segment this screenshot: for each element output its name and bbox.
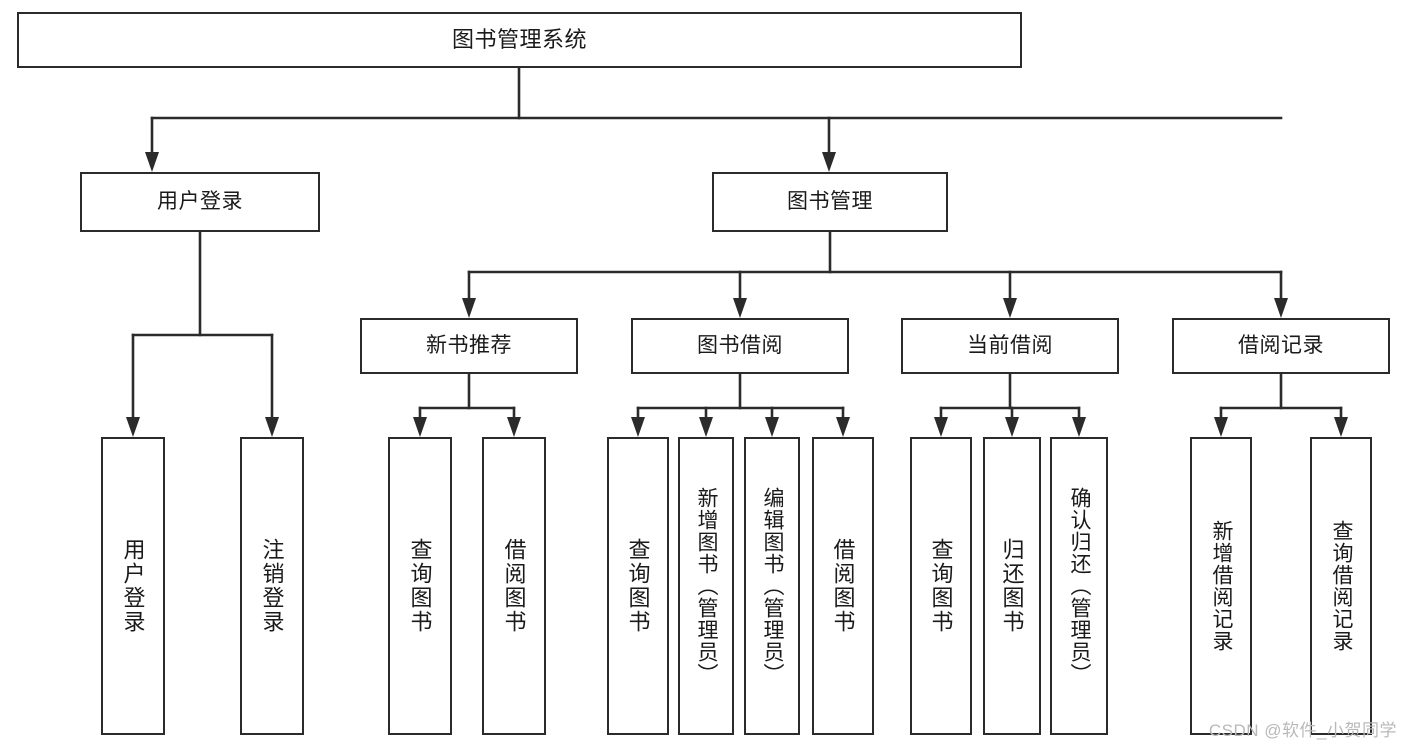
arrowhead-icon [413,417,427,437]
arrowhead-icon [462,298,476,318]
arrowhead-icon [1003,298,1017,318]
arrowhead-icon [1005,417,1019,437]
leaf-查询图书[interactable]: 查询图书 [607,437,669,735]
node-label: 借阅图书 [830,538,856,634]
arrowhead-icon [822,152,836,172]
arrowhead-icon [733,298,747,318]
node-label: 当前借阅 [967,333,1053,357]
node-label: 注销登录 [259,538,285,634]
watermark: CSDN @软件_小贺同学 [1208,721,1397,740]
node-label: 查询图书 [407,538,433,634]
leaf-用户登录[interactable]: 用户登录 [101,437,165,735]
leaf-借阅图书[interactable]: 借阅图书 [812,437,874,735]
leaf-查询图书[interactable]: 查询图书 [388,437,452,735]
arrowhead-icon [1274,298,1288,318]
node-label: 图书借阅 [697,333,783,357]
arrowhead-icon [1072,417,1086,437]
node-label: 编辑图书（管理员） [761,487,785,685]
node-label: 确认归还（管理员） [1068,487,1092,685]
node-label: 图书管理 [787,189,873,213]
node-当前借阅[interactable]: 当前借阅 [901,318,1119,374]
arrowhead-icon [145,152,159,172]
arrowhead-icon [126,417,140,437]
arrowhead-icon [765,417,779,437]
arrowhead-icon [631,417,645,437]
leaf-新增图书管理员[interactable]: 新增图书（管理员） [678,437,734,735]
arrowhead-icon [699,417,713,437]
leaf-归还图书[interactable]: 归还图书 [983,437,1041,735]
node-label: 借阅记录 [1238,333,1324,357]
node-label: 新增借阅记录 [1210,520,1234,652]
node-label: 用户登录 [120,538,146,634]
arrowhead-icon [836,417,850,437]
node-图书借阅[interactable]: 图书借阅 [631,318,849,374]
node-图书管理[interactable]: 图书管理 [712,172,948,232]
node-label: 借阅图书 [501,538,527,634]
arrowhead-icon [934,417,948,437]
node-借阅记录[interactable]: 借阅记录 [1172,318,1390,374]
node-label: 归还图书 [999,538,1025,634]
arrowhead-icon [1214,417,1228,437]
node-label: 查询借阅记录 [1330,520,1354,652]
leaf-查询图书[interactable]: 查询图书 [910,437,972,735]
leaf-注销登录[interactable]: 注销登录 [240,437,304,735]
leaf-编辑图书管理员[interactable]: 编辑图书（管理员） [744,437,800,735]
arrowhead-icon [1334,417,1348,437]
leaf-新增借阅记录[interactable]: 新增借阅记录 [1190,437,1252,735]
leaf-借阅图书[interactable]: 借阅图书 [482,437,546,735]
node-label: 查询图书 [928,538,954,634]
leaf-确认归还管理员[interactable]: 确认归还（管理员） [1050,437,1108,735]
node-label: 查询图书 [625,538,651,634]
arrowhead-icon [265,417,279,437]
node-label: 用户登录 [157,189,243,213]
arrowhead-icon [507,417,521,437]
node-label: 新书推荐 [426,333,512,357]
node-label: 图书管理系统 [451,27,587,53]
node-用户登录[interactable]: 用户登录 [80,172,320,232]
node-root[interactable]: 图书管理系统 [17,12,1022,68]
node-label: 新增图书（管理员） [695,487,719,685]
node-新书推荐[interactable]: 新书推荐 [360,318,578,374]
leaf-查询借阅记录[interactable]: 查询借阅记录 [1310,437,1372,735]
